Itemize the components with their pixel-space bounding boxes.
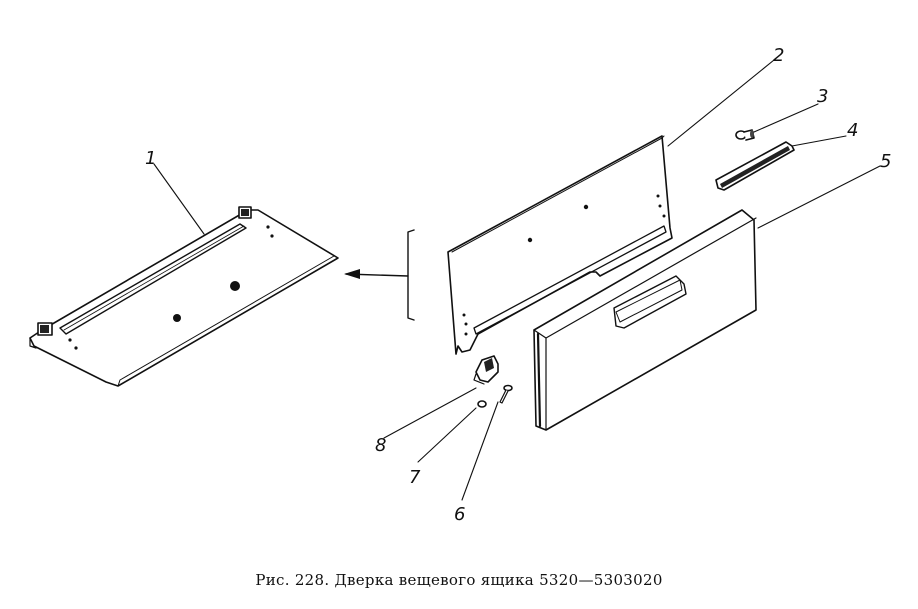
callout-3: 3 — [817, 86, 828, 107]
callout-8: 8 — [375, 435, 386, 456]
part-2-outer-panel — [447, 135, 673, 355]
part-4-handle-trim — [715, 141, 795, 191]
figure-caption: Рис. 228. Дверка вещевого ящика 5320—530… — [255, 571, 663, 589]
part-3-screw — [735, 129, 755, 141]
callout-1: 1 — [145, 148, 156, 169]
part-6-bolt — [499, 384, 513, 404]
part-5-door-cover — [533, 209, 757, 431]
callout-6: 6 — [454, 504, 465, 525]
assembly-bracket-arrow — [344, 229, 415, 321]
callout-7: 7 — [409, 467, 421, 488]
callout-labels: 1 2 3 4 5 6 7 8 — [145, 45, 891, 525]
callout-2: 2 — [773, 45, 784, 66]
part-7-washer — [477, 400, 487, 408]
callout-4: 4 — [847, 120, 858, 141]
part-1-inner-panel — [29, 206, 339, 387]
part-8-bracket — [473, 355, 499, 385]
leader-lines — [153, 59, 881, 501]
callout-5: 5 — [880, 151, 891, 172]
